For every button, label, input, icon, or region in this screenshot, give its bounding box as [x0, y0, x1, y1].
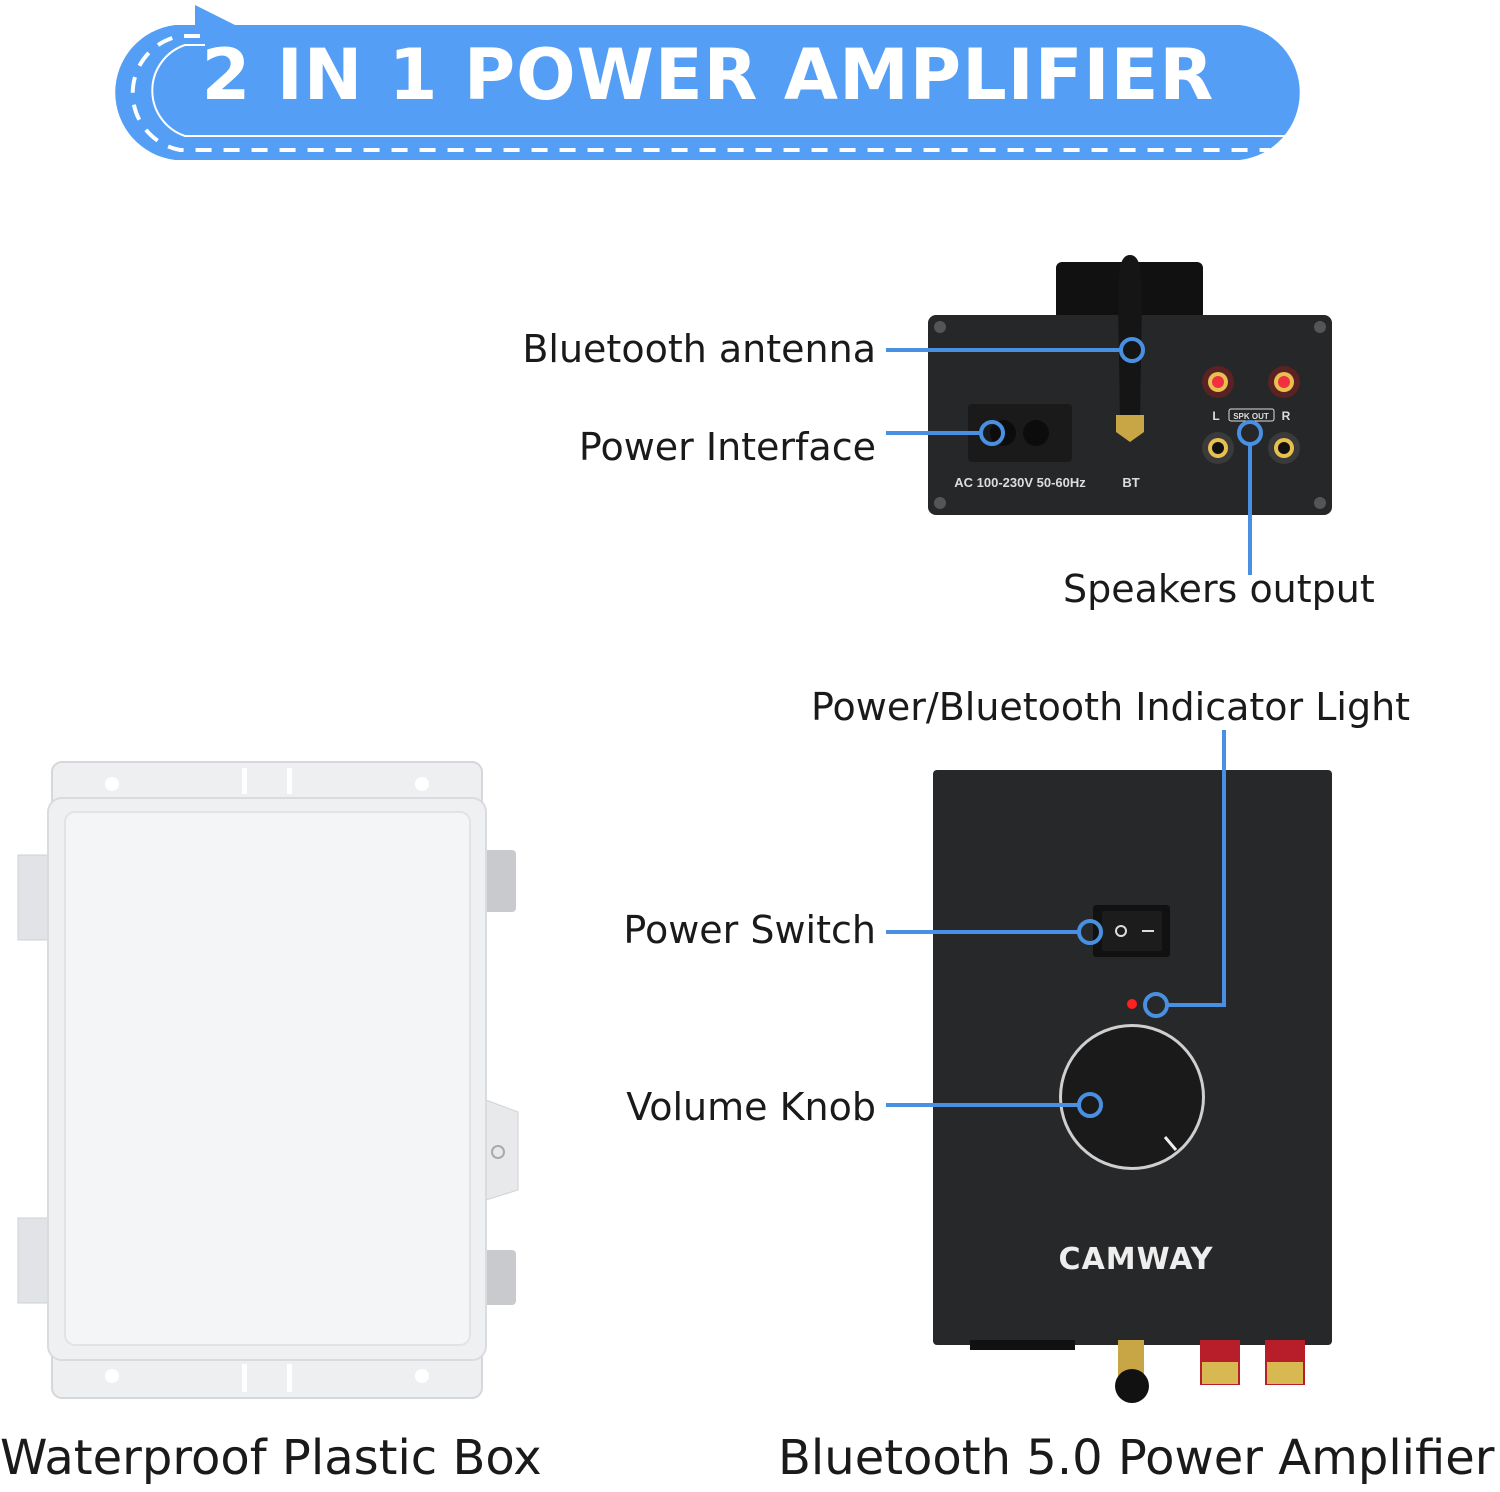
waterproof-box — [17, 761, 519, 1399]
caption-box: Waterproof Plastic Box — [0, 1430, 542, 1486]
amplifier-front-panel — [933, 770, 1332, 1403]
callout-volume-knob: Volume Knob — [626, 1085, 876, 1129]
callout-lines — [886, 337, 1263, 1118]
caption-amplifier: Bluetooth 5.0 Power Amplifier — [778, 1430, 1495, 1486]
spk-out-label: SPK OUT — [1233, 412, 1269, 421]
callout-power-switch: Power Switch — [623, 908, 876, 952]
callout-indicator-light: Power/Bluetooth Indicator Light — [811, 685, 1411, 729]
left-channel-label: L — [1212, 409, 1219, 423]
callout-speakers-output: Speakers output — [1063, 567, 1375, 611]
banner — [115, 5, 1300, 160]
callout-bluetooth-antenna: Bluetooth antenna — [522, 327, 876, 371]
callout-power-interface: Power Interface — [578, 425, 876, 469]
power-rating-label: AC 100-230V 50-60Hz — [954, 475, 1086, 490]
banner-title: 2 IN 1 POWER AMPLIFIER — [201, 34, 1215, 116]
amplifier-back-panel: SPK OUT L R AC 100-230V 50-60Hz BT — [928, 255, 1332, 515]
brand-logo: CAMWAY — [1058, 1242, 1214, 1277]
bt-label: BT — [1122, 475, 1139, 490]
right-channel-label: R — [1282, 409, 1291, 423]
